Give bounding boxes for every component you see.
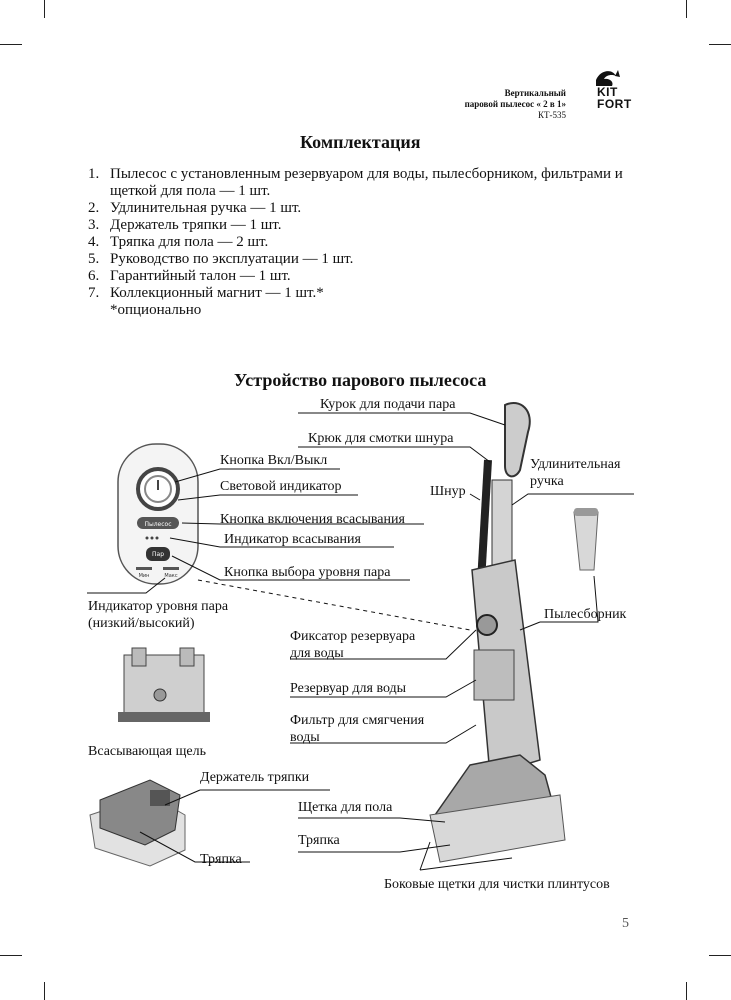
label-extension-handle-line2: ручка	[530, 474, 564, 489]
label-softening-filter-line1: Фильтр для смягчения	[290, 713, 425, 728]
label-steam-level-indicator-line1: Индикатор уровня пара	[88, 599, 229, 614]
crop-mark	[44, 982, 45, 1000]
kit-list: 1. Пылесос с установленным резервуаром дл…	[88, 166, 648, 319]
crop-mark	[0, 955, 22, 956]
panel-suction-text: Пылесос	[144, 521, 171, 528]
label-extension-handle-line1: Удлинительная	[530, 457, 621, 472]
page-number: 5	[622, 916, 629, 931]
list-item: 5. Руководство по эксплуатации — 1 шт.	[88, 251, 648, 268]
item-text: Держатель тряпки — 1 шт.	[110, 217, 282, 233]
label-cloth-holder: Держатель тряпки	[200, 770, 310, 785]
label-steam-trigger: Курок для подачи пара	[320, 397, 456, 412]
label-tank-latch-line2: для воды	[290, 646, 344, 661]
item-number: 6.	[88, 268, 100, 284]
label-suction-button: Кнопка включения всасывания	[220, 512, 405, 527]
label-steam-level-indicator: Индикатор уровня пара (низкий/высокий)	[88, 598, 228, 632]
crop-mark	[709, 955, 731, 956]
kitfort-cat-logo-icon	[596, 70, 620, 86]
item-text: Пылесос с установленным резервуаром для …	[110, 166, 623, 199]
item-number: 1.	[88, 166, 100, 182]
label-power-button: Кнопка Вкл/Выкл	[220, 453, 328, 468]
steam-vacuum-illustration	[429, 402, 566, 863]
item-number: 4.	[88, 234, 100, 250]
item-number: 3.	[88, 217, 100, 233]
control-panel-illustration: Пылесос Пар Мин Макс	[117, 443, 199, 585]
brand-logo-text: KIT FORT	[597, 86, 632, 110]
panel-min-text: Мин	[139, 573, 150, 579]
list-item: 3. Держатель тряпки — 1 шт.	[88, 217, 648, 234]
list-item: 7. Коллекционный магнит — 1 шт.*	[88, 285, 648, 302]
list-item: 6. Гарантийный талон — 1 шт.	[88, 268, 648, 285]
label-cord-hook: Крюк для смотки шнура	[308, 431, 454, 446]
label-cord: Шнур	[430, 484, 466, 499]
label-suction-slot: Всасывающая щель	[88, 744, 206, 759]
footnote: *опционально	[88, 302, 648, 319]
logo-text-fort: FORT	[597, 97, 632, 111]
label-floor-brush: Щетка для пола	[298, 800, 393, 815]
label-dust-container: Пылесборник	[544, 607, 627, 622]
label-tank-latch-line1: Фиксатор резервуара	[290, 629, 416, 644]
kit-title: Комплектация	[300, 132, 421, 152]
item-number: 7.	[88, 285, 100, 301]
panel-max-text: Макс	[164, 573, 177, 579]
product-name-line1: Вертикальный	[504, 88, 566, 98]
crop-mark	[44, 0, 45, 18]
crop-mark	[686, 0, 687, 18]
label-water-tank: Резервуар для воды	[290, 681, 407, 696]
list-item: 2. Удлинительная ручка — 1 шт.	[88, 200, 648, 217]
dust-container-illustration	[573, 508, 599, 571]
item-text: Коллекционный магнит — 1 шт.*	[110, 285, 324, 301]
leader-lines	[87, 412, 634, 871]
label-steam-level-button: Кнопка выбора уровня пара	[224, 565, 391, 580]
crop-mark	[709, 44, 731, 45]
item-number: 2.	[88, 200, 100, 216]
list-item: 4. Тряпка для пола — 2 шт.	[88, 234, 648, 251]
label-cloth-2: Тряпка	[200, 852, 242, 867]
list-item: 1. Пылесос с установленным резервуаром дл…	[88, 166, 648, 200]
product-name-line2: паровой пылесос « 2 в 1»	[464, 99, 566, 109]
label-tank-latch: Фиксатор резервуара для воды	[290, 628, 415, 662]
item-text: Руководство по эксплуатации — 1 шт.	[110, 251, 354, 267]
label-cloth: Тряпка	[298, 833, 340, 848]
item-number: 5.	[88, 251, 100, 267]
label-suction-indicator: Индикатор всасывания	[224, 532, 361, 547]
model-number: КТ-535	[538, 110, 566, 120]
label-extension-handle: Удлинительная ручка	[530, 456, 620, 490]
label-side-brushes: Боковые щетки для чистки плинтусов	[384, 877, 610, 892]
crop-mark	[686, 982, 687, 1000]
panel-steam-text: Пар	[152, 551, 164, 558]
device-title: Устройство парового пылесоса	[234, 370, 487, 390]
footnote-text: *опционально	[110, 302, 202, 318]
item-text: Удлинительная ручка — 1 шт.	[110, 200, 302, 216]
label-softening-filter-line2: воды	[290, 730, 320, 745]
label-light-indicator: Световой индикатор	[220, 479, 342, 494]
logo-text-kit: KIT	[597, 85, 618, 99]
dashed-pointer-line	[197, 579, 471, 631]
item-text: Гарантийный талон — 1 шт.	[110, 268, 291, 284]
item-text: Тряпка для пола — 2 шт.	[110, 234, 269, 250]
label-softening-filter: Фильтр для смягчения воды	[290, 712, 424, 746]
product-header: Вертикальный паровой пылесос « 2 в 1» КТ…	[465, 88, 566, 121]
crop-mark	[0, 44, 22, 45]
suction-slot-illustration	[118, 647, 210, 722]
cloth-holder-illustration	[89, 779, 186, 867]
label-steam-level-indicator-line2: (низкий/высокий)	[88, 616, 195, 631]
